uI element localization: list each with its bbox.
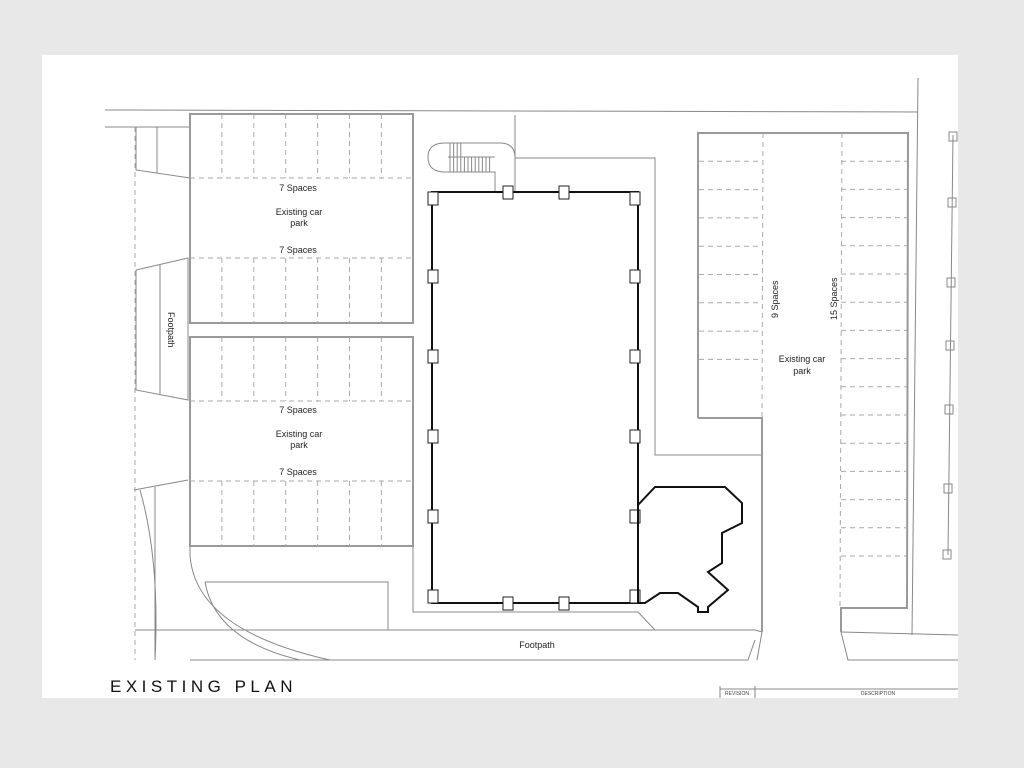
- car-park-2-name-label: Existing car: [276, 429, 323, 439]
- car-park-2-name-label-2: park: [290, 440, 308, 450]
- pilaster: [427, 509, 439, 524]
- wall-post: [944, 404, 954, 415]
- revision-header: REVISION: [725, 691, 749, 697]
- pilaster: [502, 185, 514, 200]
- pilaster: [427, 191, 439, 206]
- footpath-bottom-label: Footpath: [519, 640, 555, 650]
- car-park-3-name-label: Existing car: [779, 354, 826, 364]
- car-park-3-left-spaces-label: 9 Spaces: [770, 280, 780, 318]
- description-header: DESCRIPTION: [861, 691, 896, 697]
- pilaster: [558, 185, 570, 200]
- pilaster: [558, 596, 570, 611]
- wall-post: [943, 483, 953, 494]
- pilaster: [629, 589, 641, 604]
- car-park-1-bottom-spaces-label: 7 Spaces: [279, 245, 317, 255]
- site-boundary: [104, 77, 919, 660]
- wall-post: [945, 340, 955, 351]
- pilaster: [629, 191, 641, 206]
- pilaster: [629, 269, 641, 284]
- building-curtilage: Footpath: [135, 115, 763, 661]
- wall-post: [947, 197, 957, 208]
- pilaster: [427, 269, 439, 284]
- pilaster: [502, 596, 514, 611]
- drawing-sheet: [42, 55, 958, 698]
- footpath-left-label: Footpath: [166, 312, 176, 348]
- access-road-curve: [139, 489, 389, 661]
- title-block: REVISION DESCRIPTION: [719, 686, 958, 698]
- wall-post: [946, 277, 956, 288]
- pilaster: [427, 589, 439, 604]
- car-park-1: 7 Spaces Existing car park 7 Spaces: [189, 113, 414, 324]
- wall-post: [942, 549, 952, 560]
- external-staircase: [427, 142, 516, 192]
- car-park-2-top-spaces-label: 7 Spaces: [279, 405, 317, 415]
- car-park-1-name-label: Existing car: [276, 207, 323, 217]
- pilaster: [427, 349, 439, 364]
- drawing-title: EXISTING PLAN: [110, 677, 297, 696]
- car-park-3-right-spaces-label: 15 Spaces: [829, 277, 839, 320]
- pilaster: [629, 349, 641, 364]
- car-park-1-name-label-2: park: [290, 218, 308, 228]
- car-park-2-bottom-spaces-label: 7 Spaces: [279, 467, 317, 477]
- car-park-1-top-spaces-label: 7 Spaces: [279, 183, 317, 193]
- adjacent-boundary-wall: [942, 131, 958, 560]
- pilaster: [629, 429, 641, 444]
- car-park-2: 7 Spaces Existing car park 7 Spaces: [189, 336, 414, 547]
- car-park-3: 9 Spaces 15 Spaces Existing car park: [697, 132, 959, 661]
- existing-building: [427, 185, 743, 613]
- wall-post: [948, 131, 958, 142]
- pilaster: [629, 509, 641, 524]
- car-park-3-name-label-2: park: [793, 366, 811, 376]
- pilaster: [427, 429, 439, 444]
